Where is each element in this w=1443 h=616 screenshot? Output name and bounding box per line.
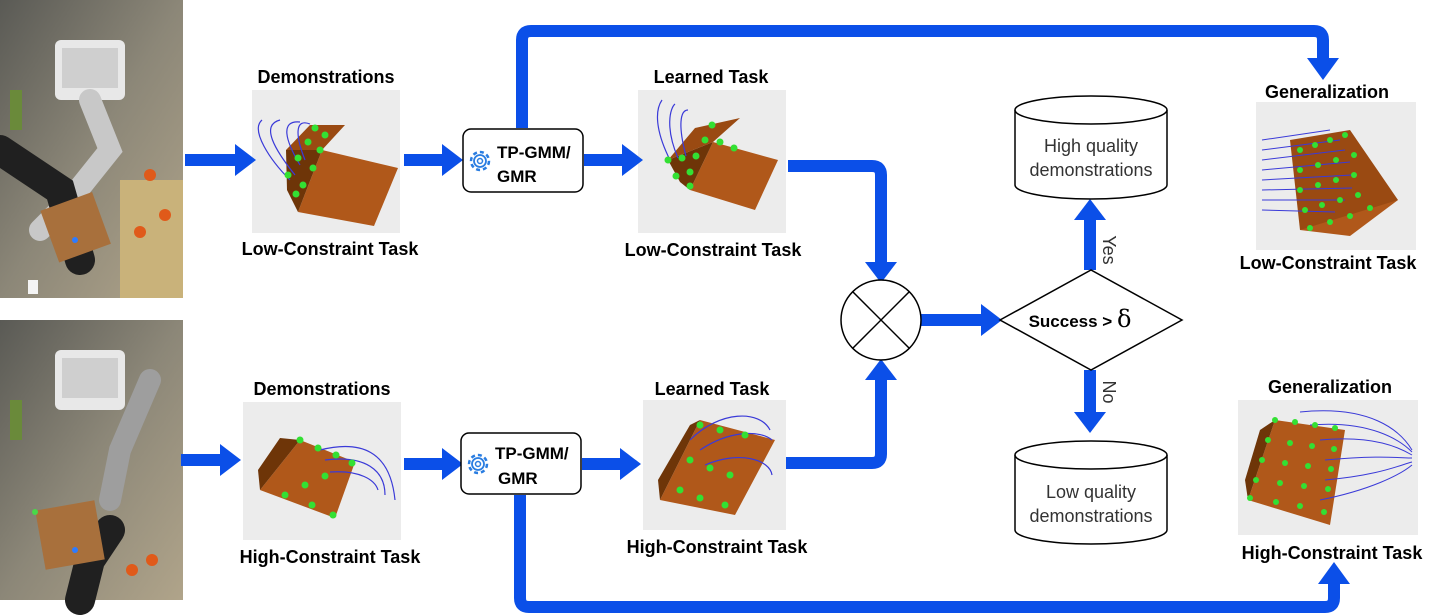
decision-label: Success >	[1029, 312, 1117, 331]
high-quality-line2: demonstrations	[1029, 160, 1152, 180]
yes-label: Yes	[1099, 235, 1119, 264]
model-label-line1: TP-GMM/	[497, 143, 571, 162]
model-box-high: TP-GMM/ GMR	[460, 432, 582, 495]
learned-task-caption: Low-Constraint Task	[625, 240, 803, 260]
database-icon-low-quality: Low quality demonstrations	[1014, 440, 1168, 545]
generalization-caption: Low-Constraint Task	[1240, 253, 1418, 273]
robot-photo-low-constraint	[0, 0, 183, 298]
learned-task-title: Learned Task	[654, 67, 770, 87]
no-label: No	[1099, 380, 1119, 403]
panel-learned-high	[643, 400, 786, 530]
high-quality-line1: High quality	[1044, 136, 1138, 156]
gear-icon	[469, 150, 491, 172]
demonstrations-title: Demonstrations	[257, 67, 394, 87]
model-label-line2: GMR	[497, 167, 537, 186]
panel-generalization-low	[1256, 102, 1416, 250]
row-high-labels: Demonstrations High-Constraint Task Lear…	[240, 377, 1424, 567]
model-label-line1: TP-GMM/	[495, 444, 569, 463]
robot-photo-high-constraint	[0, 320, 183, 615]
gear-icon	[467, 453, 489, 475]
model-label-line2: GMR	[498, 469, 538, 488]
multiply-circle-icon	[840, 279, 922, 361]
panel-generalization-high	[1238, 400, 1418, 535]
panel-demonstrations-high	[243, 402, 401, 540]
demonstrations-caption: Low-Constraint Task	[242, 239, 420, 259]
generalization-caption: High-Constraint Task	[1242, 543, 1424, 563]
demonstrations-caption: High-Constraint Task	[240, 547, 422, 567]
database-icon-high-quality: High quality demonstrations	[1014, 95, 1168, 200]
flow-connectors	[514, 25, 1340, 613]
generalization-title: Generalization	[1265, 82, 1389, 102]
flow-arrowheads	[865, 58, 1350, 584]
success-decision: Success > δ Yes No	[998, 235, 1184, 404]
learned-task-title: Learned Task	[655, 379, 771, 399]
generalization-title: Generalization	[1268, 377, 1392, 397]
panel-learned-low	[638, 90, 786, 233]
svg-text:Success > δ: Success > δ	[1029, 305, 1132, 333]
low-quality-line1: Low quality	[1046, 482, 1136, 502]
learned-task-caption: High-Constraint Task	[627, 537, 809, 557]
panel-demonstrations-low	[252, 90, 400, 233]
demonstrations-title: Demonstrations	[253, 379, 390, 399]
low-quality-line2: demonstrations	[1029, 506, 1152, 526]
delta-symbol: δ	[1117, 305, 1131, 333]
flow-arrows	[181, 144, 1106, 480]
model-box-low: TP-GMM/ GMR	[462, 128, 584, 193]
row-low-labels: Demonstrations Low-Constraint Task Learn…	[242, 67, 1418, 273]
